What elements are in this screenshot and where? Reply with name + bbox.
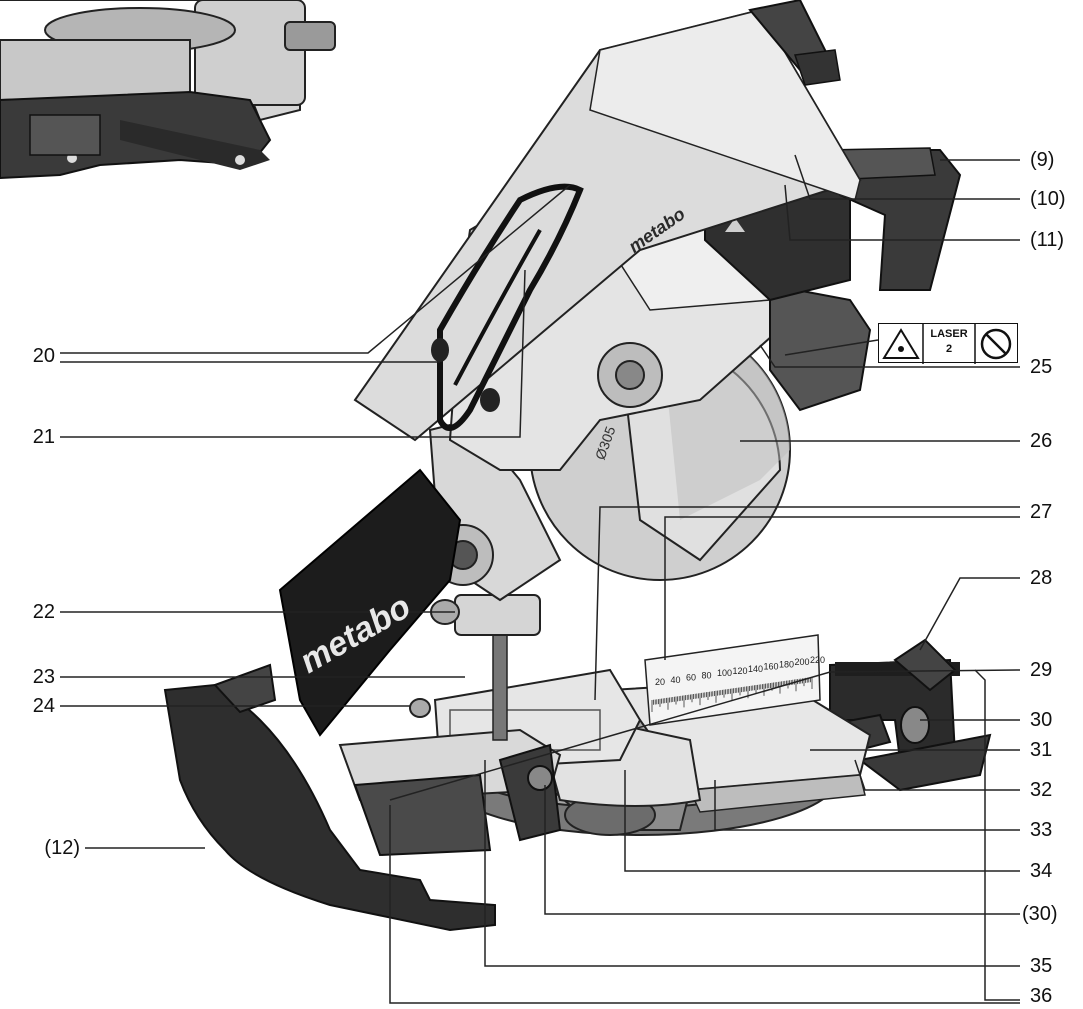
scale-number: 140	[748, 664, 763, 674]
laser-line2: 2	[945, 343, 953, 355]
scale-number: 180	[779, 659, 794, 669]
callout-10: (10)	[1030, 188, 1066, 210]
callout-26: 26	[1030, 430, 1053, 452]
callout-11: (11)	[1030, 229, 1065, 251]
callout-34: 34	[1030, 860, 1053, 882]
scale-number: 120	[733, 666, 748, 676]
callout-35: 35	[1030, 955, 1053, 977]
leader-10	[794, 154, 1020, 200]
leader-35	[484, 760, 1020, 967]
callout-21: 21	[32, 426, 55, 448]
leader-11	[784, 184, 1020, 241]
leader-20a	[60, 184, 571, 354]
leader-32	[854, 759, 1020, 791]
callout-24: 24	[32, 695, 55, 717]
leader-34	[624, 770, 1020, 872]
callout-30: 30	[1030, 709, 1053, 731]
callout-28: 28	[1030, 567, 1053, 589]
callout-31: 31	[1030, 739, 1053, 761]
leader-21	[60, 269, 526, 438]
leader-36	[389, 805, 1020, 1004]
callout-25: 25	[1030, 356, 1053, 378]
callout-23: 23	[32, 666, 55, 688]
laser-hazard-icon	[882, 328, 920, 359]
callout-36: 36	[1030, 985, 1053, 1007]
leader-lines	[60, 154, 1021, 1004]
callout-33: 33	[1030, 819, 1053, 841]
callout-32: 32	[1030, 779, 1053, 801]
scale-number: 200	[795, 657, 810, 667]
leader-27b	[664, 516, 1020, 660]
no-eye-contact-icon	[980, 328, 1012, 360]
scale-number: 80	[702, 670, 712, 680]
laser-class-text: LASER 2	[925, 327, 973, 357]
leader-30b	[544, 785, 1020, 915]
laser-line1: LASER	[930, 328, 968, 340]
leader-35-line	[974, 669, 1020, 1001]
callout-27: 27	[1030, 501, 1053, 523]
scale-number: 160	[764, 662, 779, 672]
callout-12: (12)	[44, 837, 80, 859]
leader-25	[759, 344, 1020, 368]
scale-number: 220	[810, 655, 825, 665]
scale-number: 60	[686, 673, 696, 683]
callout-30b: (30)	[1022, 903, 1058, 925]
leader-laser	[784, 339, 879, 356]
scale-number: 20	[655, 677, 665, 687]
leader-29	[389, 669, 1021, 801]
callout-29: 29	[1030, 659, 1053, 681]
scale-number: 40	[671, 675, 681, 685]
callout-9: (9)	[1030, 149, 1055, 171]
inset-machine	[0, 0, 336, 180]
leader-27a	[594, 506, 1020, 701]
leader-33	[714, 780, 1020, 831]
callout-20: 20	[32, 345, 55, 367]
callout-22: 22	[32, 601, 55, 623]
scale-number: 100	[717, 668, 732, 678]
leader-28	[919, 577, 1020, 651]
laser-warning-label: LASER 2	[878, 323, 1018, 364]
